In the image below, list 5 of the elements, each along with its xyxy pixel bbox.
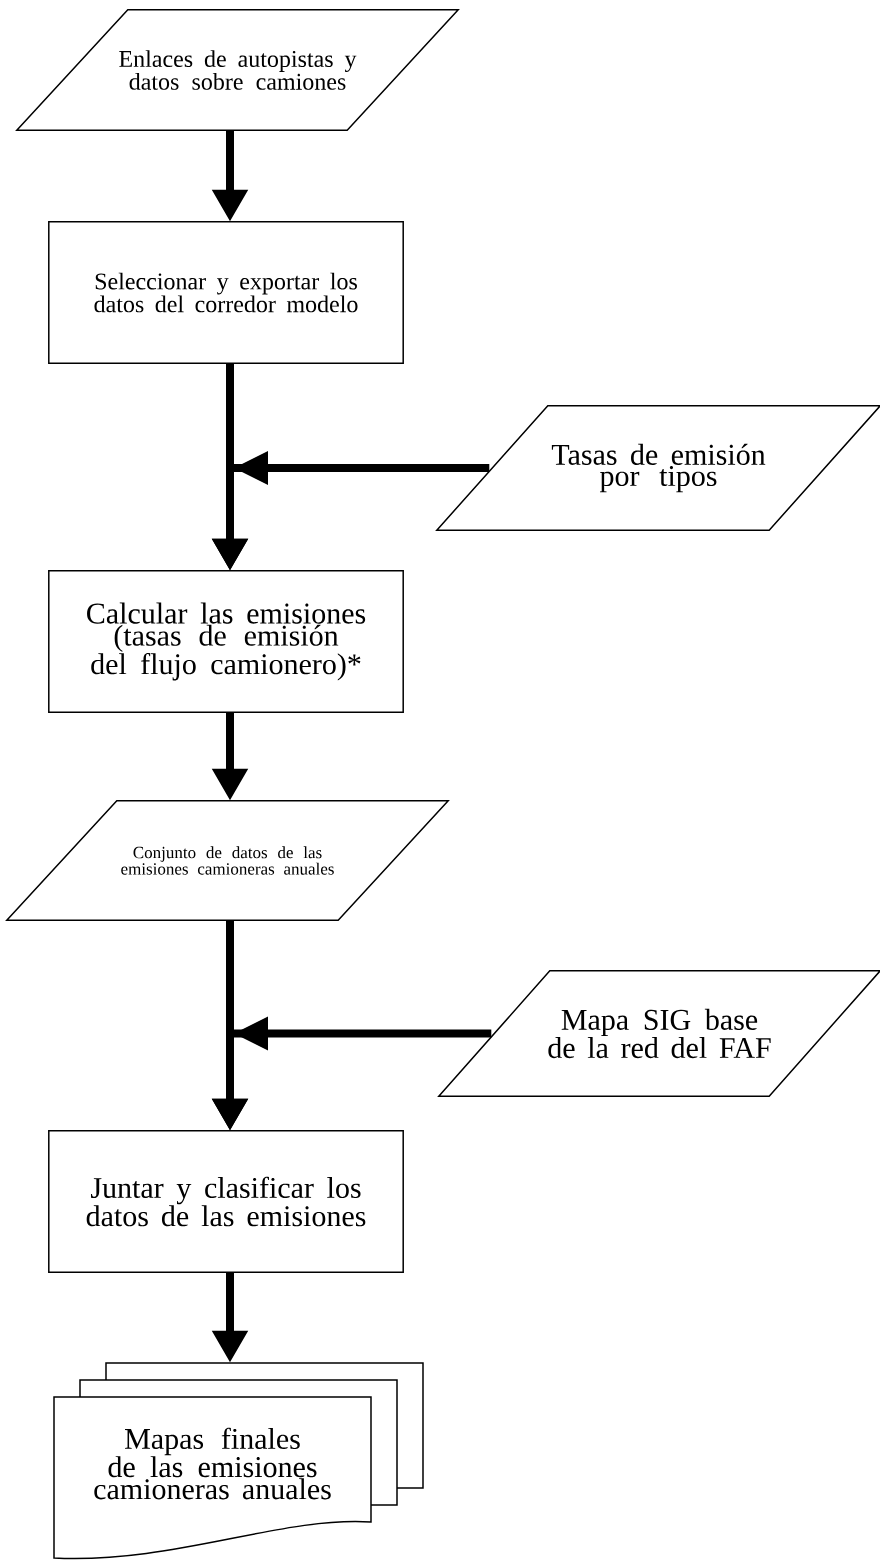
process-box: Seleccionar y exportar los datos del corredor modelo — [48, 221, 404, 364]
process-box: Calcular las emisiones (tasas de emisión del flujo camionero)* — [48, 570, 404, 713]
document-stack: Mapas finales de las emisiones camioneras anuales — [53, 1362, 424, 1560]
process-box: Juntar y clasificar los datos de las emisiones — [48, 1130, 404, 1273]
node-label: Mapas finales de las emisiones camioneras anuales — [94, 1427, 331, 1500]
